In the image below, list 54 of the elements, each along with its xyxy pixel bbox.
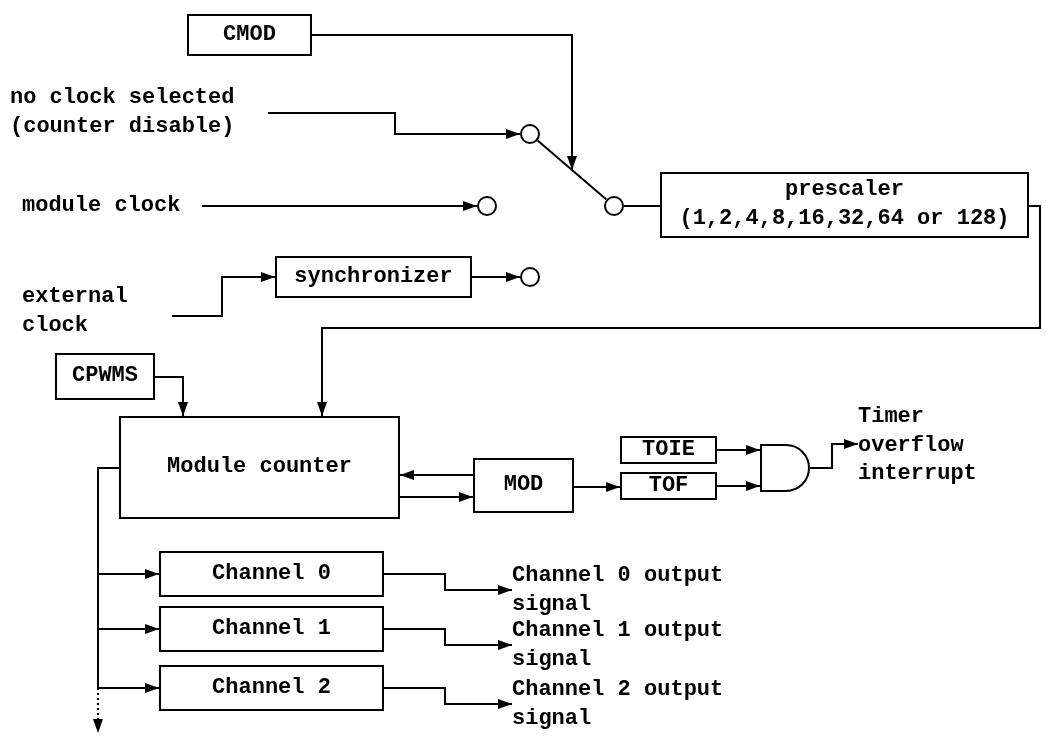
- signal-label: Channel 1 output signal: [512, 618, 724, 672]
- arrow: [399, 470, 474, 480]
- flag-box: [620, 472, 717, 500]
- block-label: TOIE: [642, 439, 695, 461]
- arrow: [383, 687, 513, 709]
- block-label: synchronizer: [294, 262, 453, 291]
- block-box: [159, 665, 384, 711]
- arrow: [573, 482, 621, 492]
- arrow: [399, 492, 474, 502]
- block-box: [275, 256, 472, 298]
- signal-label: Channel 0 output signal: [512, 563, 724, 617]
- arrow: [716, 445, 761, 455]
- arrow: [201, 201, 478, 211]
- arrow: [311, 34, 577, 171]
- block-label: Channel 2: [212, 673, 331, 702]
- block-box: [119, 416, 400, 519]
- signal-label: no clock selected (counter disable): [10, 85, 235, 139]
- block-label: prescaler (1,2,4,8,16,32,64 or 128): [678, 176, 1011, 233]
- arrow: [171, 272, 276, 317]
- signal-label: module clock: [22, 193, 181, 218]
- signal-label: Channel 2 output signal: [512, 677, 724, 731]
- block-box: [660, 172, 1029, 238]
- arrow: [97, 467, 160, 693]
- block-label: CPWMS: [72, 362, 138, 391]
- block-box: [473, 458, 574, 513]
- terminal-circle: [477, 196, 497, 216]
- signal-label: Timer overflow interrupt: [858, 404, 977, 487]
- arrow: [267, 112, 521, 139]
- arrow: [93, 467, 120, 734]
- terminal-circle: [604, 196, 624, 216]
- arrow: [383, 573, 513, 595]
- arrow: [471, 272, 521, 282]
- flag-box: [620, 436, 717, 464]
- connector-line: [536, 139, 608, 201]
- arrow: [716, 481, 761, 491]
- block-box: [187, 14, 312, 56]
- terminal-circle: [520, 124, 540, 144]
- block-label: MOD: [503, 471, 544, 500]
- block-box: [55, 353, 155, 400]
- connector-line: [623, 205, 661, 207]
- block-label: Module counter: [167, 453, 352, 482]
- signal-label: external clock: [22, 284, 128, 338]
- arrow: [809, 439, 859, 469]
- block-box: [159, 551, 384, 597]
- and-gate-symbol: [760, 444, 810, 492]
- terminal-circle: [520, 267, 540, 287]
- block-box: [159, 606, 384, 652]
- arrow: [317, 205, 1041, 417]
- arrow: [154, 376, 188, 417]
- block-label: TOF: [648, 475, 689, 497]
- arrow: [383, 628, 513, 650]
- block-label: Channel 1: [212, 614, 331, 643]
- block-label: Channel 0: [212, 559, 331, 588]
- block-label: CMOD: [223, 20, 276, 49]
